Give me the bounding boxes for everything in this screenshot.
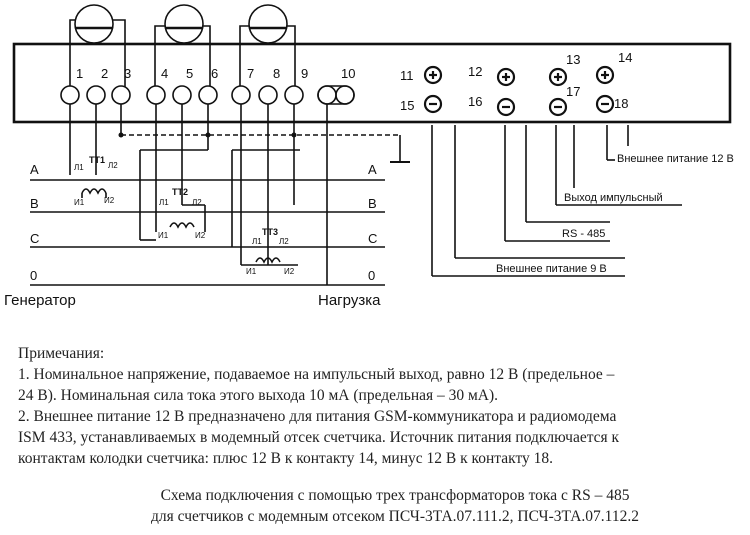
terminal-6-label: 6 <box>211 66 218 81</box>
terminal-3-label: 3 <box>124 66 131 81</box>
terminal-9-label: 9 <box>301 66 308 81</box>
terminal-14-label: 14 <box>618 50 632 65</box>
line-zero-left-label: 0 <box>30 268 37 283</box>
line-zero-right-label: 0 <box>368 268 375 283</box>
notes-line-4: ISM 433, устанавливаемых в модемный отсе… <box>18 429 620 446</box>
tt2-i1: И1 <box>158 231 169 240</box>
terminal-8-label: 8 <box>273 66 280 81</box>
tt3-i1: И1 <box>246 267 257 276</box>
line-a-left-label: A <box>30 162 39 177</box>
caption-line-1: Схема подключения с помощью трех трансфо… <box>160 487 630 504</box>
terminal-13-label: 13 <box>566 52 580 67</box>
ext12-label: Внешнее питание 12 В <box>617 153 734 165</box>
transformer-tt3 <box>255 257 281 264</box>
line-b-right-label: B <box>368 196 377 211</box>
notes: Примечания: 1. Номинальное напряжение, п… <box>18 343 740 469</box>
terminal-5 <box>172 85 192 105</box>
line-b-left-label: B <box>30 196 39 211</box>
notes-line-5: контактам колодки счетчика: плюс 12 В к … <box>18 450 554 467</box>
load-label: Нагрузка <box>318 292 381 309</box>
tt1-name: ТТ1 <box>89 155 105 165</box>
terminal-15-label: 15 <box>400 98 414 113</box>
tt2-l1: Л1 <box>159 198 169 207</box>
terminal-4-label: 4 <box>161 66 168 81</box>
terminal-11-label: 11 <box>400 68 414 83</box>
tt3-name: ТТ3 <box>262 227 278 237</box>
transformer-tt1 <box>81 188 107 195</box>
terminal-16-label: 16 <box>468 94 482 109</box>
terminal-18-label: 18 <box>614 96 628 111</box>
terminal-4 <box>146 85 166 105</box>
terminal-7-label: 7 <box>247 66 254 81</box>
terminal-8 <box>258 85 278 105</box>
current-coil-1 <box>74 4 114 44</box>
tt2-l2: Л2 <box>192 198 202 207</box>
diagram-caption: Схема подключения с помощью трех трансфо… <box>0 485 750 527</box>
line-a-right-label: A <box>368 162 377 177</box>
notes-line-1: 1. Номинальное напряжение, подаваемое на… <box>18 366 615 383</box>
terminal-17-label: 17 <box>566 84 580 99</box>
terminal-5-label: 5 <box>186 66 193 81</box>
tt1-i2: И2 <box>104 196 115 205</box>
terminal-2 <box>86 85 106 105</box>
terminal-3 <box>111 85 131 105</box>
terminal-9 <box>284 85 304 105</box>
notes-heading: Примечания: <box>18 345 105 362</box>
notes-line-3: 2. Внешнее питание 12 В предназначено дл… <box>18 408 617 425</box>
terminal-6 <box>198 85 218 105</box>
terminal-2-label: 2 <box>101 66 108 81</box>
line-c-left-label: C <box>30 231 39 246</box>
generator-label: Генератор <box>4 292 76 309</box>
tt2-i2: И2 <box>195 231 206 240</box>
transformer-tt2 <box>169 222 195 229</box>
terminal-1 <box>60 85 80 105</box>
line-c-right-label: C <box>368 231 377 246</box>
tt3-l1: Л1 <box>252 237 262 246</box>
notes-line-2: 24 В). Номинальная сила тока этого выход… <box>18 387 499 404</box>
tt3-l2: Л2 <box>279 237 289 246</box>
tt2-name: ТТ2 <box>172 187 188 197</box>
pulse-label: Выход импульсный <box>564 192 663 204</box>
meter-terminal-block <box>12 42 732 124</box>
terminal-12-label: 12 <box>468 64 482 79</box>
caption-line-2: для счетчиков с модемным отсеком ПСЧ-3ТА… <box>151 508 639 525</box>
wiring-diagram: 1 2 3 4 5 6 7 8 9 10 11 12 13 14 15 16 1… <box>4 4 734 309</box>
terminal-1-label: 1 <box>76 66 83 81</box>
current-coil-3 <box>248 4 288 44</box>
terminal-7 <box>231 85 251 105</box>
rs485-label: RS - 485 <box>562 228 605 240</box>
ext9-label: Внешнее питание 9 В <box>496 263 607 275</box>
tt1-l2: Л2 <box>108 161 118 170</box>
tt1-l1: Л1 <box>74 163 84 172</box>
tt1-i1: И1 <box>74 198 85 207</box>
tt3-i2: И2 <box>284 267 295 276</box>
terminal-10-label: 10 <box>341 66 355 81</box>
current-coil-2 <box>164 4 204 44</box>
